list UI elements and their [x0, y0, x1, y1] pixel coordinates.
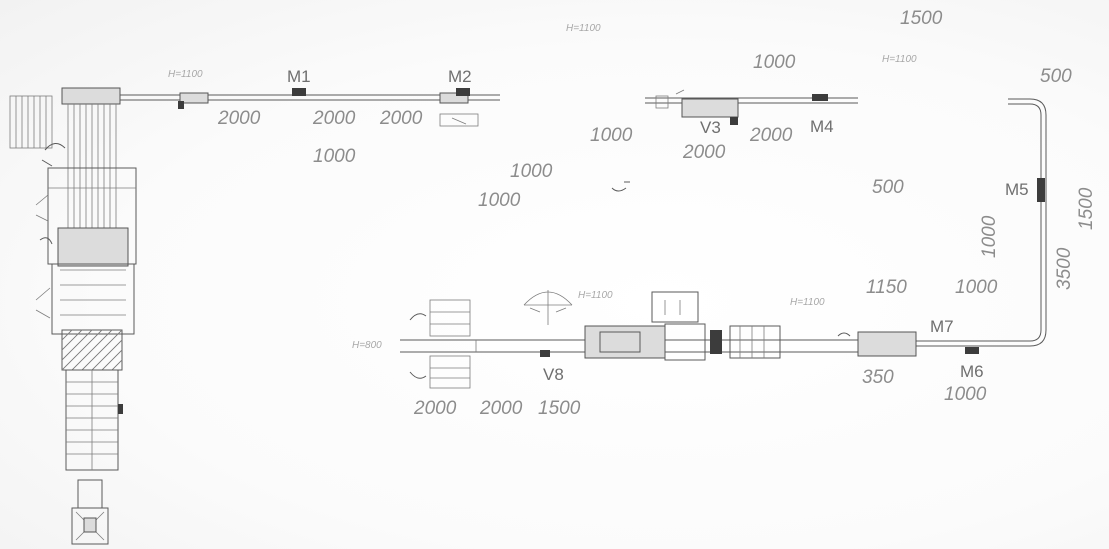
height-label: H=1100: [882, 54, 917, 65]
top-frame: [61, 87, 121, 105]
motor-m5: [1037, 178, 1045, 202]
machine-label-m4: M4: [810, 117, 834, 136]
height-label: H=1100: [790, 297, 825, 308]
press-block: [584, 325, 666, 359]
top-conveyor-left: [120, 88, 500, 127]
motor-v3: [730, 117, 738, 125]
m7-unit: [857, 331, 917, 357]
dimension: 1000: [979, 215, 1000, 258]
dimension: 1000: [313, 146, 356, 167]
dimension: 2000: [479, 398, 523, 419]
dimension: 2000: [413, 398, 457, 419]
height-label: H=800: [352, 340, 382, 351]
dimension: 3500: [1054, 247, 1075, 290]
pallet-stack-top: [9, 95, 53, 149]
machine-label-m2: M2: [448, 67, 472, 86]
dimension: 1000: [590, 125, 633, 146]
dimension: 1000: [955, 277, 998, 298]
turn-table: [523, 290, 573, 325]
motor-m2: [456, 88, 470, 96]
dimension: 500: [872, 177, 904, 198]
height-label: H=1100: [578, 290, 613, 301]
motor-v8: [540, 350, 550, 357]
right-loop: [915, 98, 1047, 354]
dimension: 2000: [217, 108, 261, 129]
dimension: 500: [1040, 66, 1072, 87]
control-cabinet: [651, 291, 699, 323]
press-head: [57, 227, 129, 267]
dimension: 1000: [510, 161, 553, 182]
height-label: H=1100: [566, 23, 601, 34]
arm-upper: [44, 143, 66, 151]
dimension: 1000: [753, 52, 796, 73]
motor-m6: [965, 347, 979, 354]
height-label: H=1100: [168, 69, 203, 80]
dimension: 1500: [538, 398, 581, 419]
dimension: 2000: [379, 108, 423, 129]
machine-label-m6: M6: [960, 362, 984, 381]
top-conveyor-center: [611, 89, 858, 192]
housing-lower: [51, 263, 135, 335]
dimension: 1000: [478, 190, 521, 211]
dimension: 2000: [312, 108, 356, 129]
machine-label-v8: V8: [543, 365, 564, 384]
dimension: 2000: [682, 142, 726, 163]
motor-m4: [812, 94, 828, 101]
machine-label-m1: M1: [287, 67, 311, 86]
dimension: 1150: [866, 277, 907, 298]
motor-m1: [292, 88, 306, 96]
forklift-bottom: [71, 479, 109, 545]
main-line: [400, 290, 917, 389]
dimension: 350: [862, 367, 894, 388]
machine-label-v3: V3: [700, 118, 721, 137]
dimension: 1500: [900, 8, 943, 29]
dimension: 1000: [944, 384, 987, 405]
left-vertical-line: [9, 87, 137, 545]
machine-label-m5: M5: [1005, 180, 1029, 199]
dimension: 2000: [749, 125, 793, 146]
machine-label-m7: M7: [930, 317, 954, 336]
hatched-block: [61, 329, 123, 371]
dimension: 1500: [1076, 187, 1097, 230]
